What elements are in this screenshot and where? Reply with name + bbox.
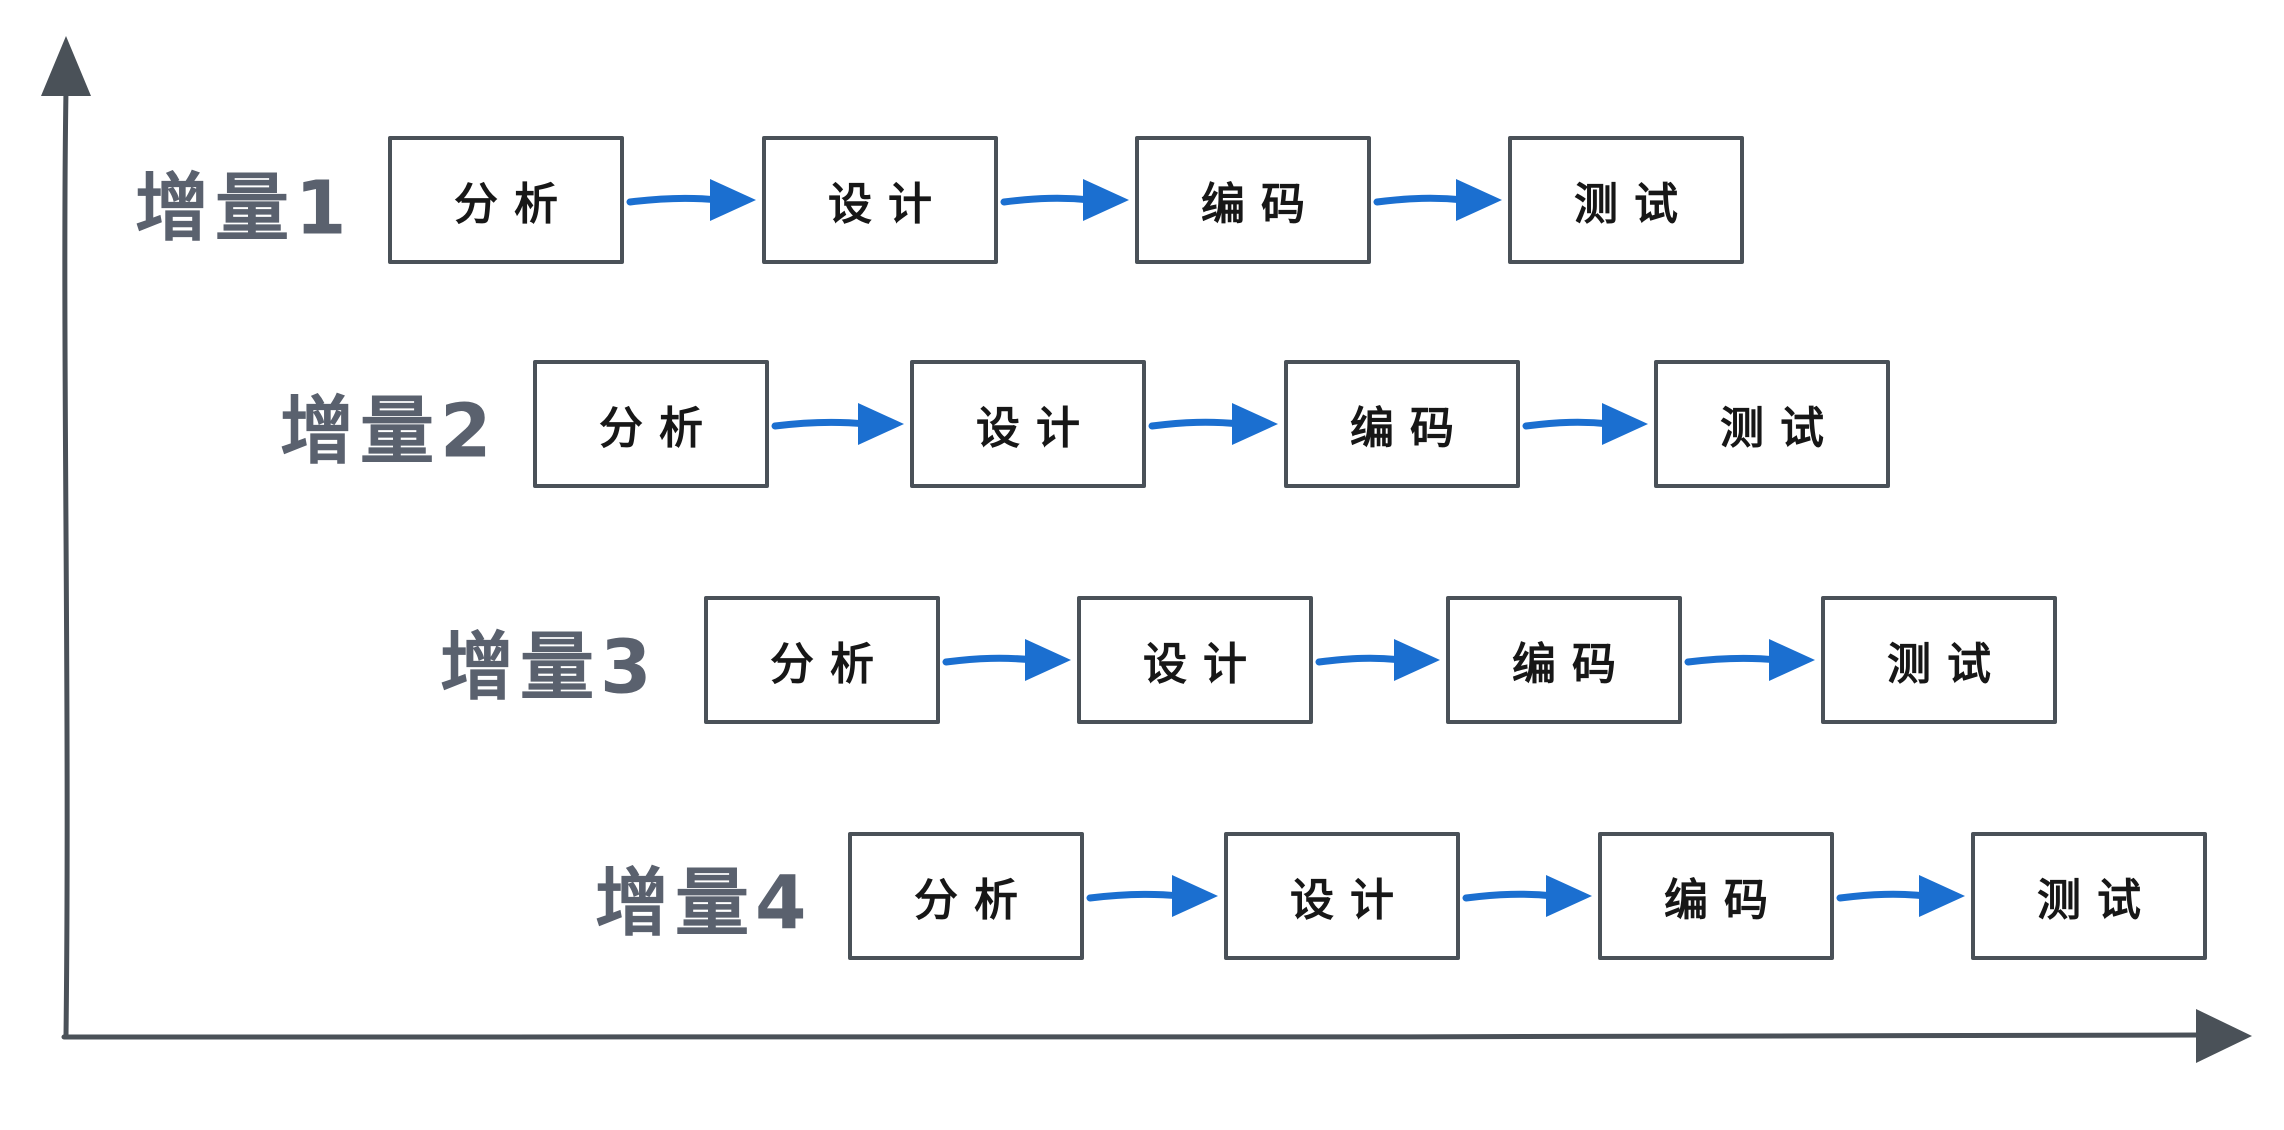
flow-arrow xyxy=(771,403,904,445)
stage-box-label: 编码 xyxy=(1512,639,1632,690)
stage-box-design: 设计 xyxy=(762,136,998,264)
row-label-increment-3: 增量3 xyxy=(440,624,658,711)
stage-box-label: 设计 xyxy=(1290,875,1410,926)
stage-box-label: 编码 xyxy=(1664,875,1784,926)
row-label-increment-1: 增量1 xyxy=(135,165,353,252)
stage-box-label: 测试 xyxy=(1574,179,1694,230)
y-axis xyxy=(41,36,91,1039)
stage-box-testing: 测试 xyxy=(1508,136,1744,264)
stage-box-coding: 编码 xyxy=(1284,360,1520,488)
stage-box-label: 设计 xyxy=(828,179,948,230)
flow-arrow-line xyxy=(942,654,1037,666)
flow-arrow-head-icon xyxy=(1172,875,1218,917)
flow-arrow-head-icon xyxy=(710,179,756,221)
flow-arrow-head-icon xyxy=(1394,639,1440,681)
flow-arrow-line xyxy=(1315,654,1406,666)
flow-arrow xyxy=(1086,875,1218,917)
stage-box-label: 测试 xyxy=(1720,403,1840,454)
stage-box-label: 设计 xyxy=(976,403,1096,454)
flow-arrow xyxy=(1462,875,1592,917)
flow-arrow-head-icon xyxy=(1083,179,1129,221)
flow-arrow xyxy=(942,639,1071,681)
stage-box-testing: 测试 xyxy=(1821,596,2057,724)
stage-box-analysis: 分析 xyxy=(533,360,769,488)
stage-box-label: 分析 xyxy=(914,875,1034,926)
x-axis-line xyxy=(61,1032,2205,1040)
flow-arrow xyxy=(1522,403,1648,445)
flow-arrow xyxy=(626,179,756,221)
stage-box-design: 设计 xyxy=(910,360,1146,488)
stage-box-analysis: 分析 xyxy=(388,136,624,264)
stage-box-label: 编码 xyxy=(1350,403,1470,454)
stage-box-label: 测试 xyxy=(2037,875,2157,926)
flow-arrow-line xyxy=(1462,890,1558,902)
flow-arrow-line xyxy=(1148,418,1244,430)
stage-box-testing: 测试 xyxy=(1654,360,1890,488)
flow-arrow-head-icon xyxy=(1602,403,1648,445)
flow-arrow xyxy=(1373,179,1502,221)
row-label-increment-2: 增量2 xyxy=(280,388,498,475)
flow-arrow-head-icon xyxy=(858,403,904,445)
flow-arrow-head-icon xyxy=(1546,875,1592,917)
stage-box-label: 测试 xyxy=(1887,639,2007,690)
stage-box-label: 设计 xyxy=(1143,639,1263,690)
stage-box-testing: 测试 xyxy=(1971,832,2207,960)
x-axis xyxy=(61,1009,2252,1063)
flow-arrow-head-icon xyxy=(1025,639,1071,681)
stage-box-analysis: 分析 xyxy=(704,596,940,724)
flow-arrow xyxy=(1315,639,1440,681)
stage-box-label: 分析 xyxy=(770,639,890,690)
flow-arrow-line xyxy=(1684,654,1781,666)
stage-box-analysis: 分析 xyxy=(848,832,1084,960)
flow-arrow-head-icon xyxy=(1232,403,1278,445)
stage-box-coding: 编码 xyxy=(1446,596,1682,724)
stage-box-label: 分析 xyxy=(599,403,719,454)
flow-arrow-line xyxy=(1000,194,1095,206)
y-axis-line xyxy=(62,87,70,1039)
flow-arrow xyxy=(1684,639,1815,681)
flow-arrow-line xyxy=(1522,418,1614,430)
flow-arrow-line xyxy=(626,194,722,206)
flow-arrow xyxy=(1000,179,1129,221)
flow-arrow-head-icon xyxy=(1769,639,1815,681)
flow-arrow-head-icon xyxy=(1919,875,1965,917)
flow-arrow-line xyxy=(771,418,870,430)
x-axis-arrowhead-icon xyxy=(2196,1009,2252,1063)
y-axis-arrowhead-icon xyxy=(41,36,91,96)
stage-box-design: 设计 xyxy=(1077,596,1313,724)
stage-box-design: 设计 xyxy=(1224,832,1460,960)
flow-arrow xyxy=(1836,875,1965,917)
flow-arrow-head-icon xyxy=(1456,179,1502,221)
row-label-increment-4: 增量4 xyxy=(595,860,813,947)
flow-arrow-line xyxy=(1836,890,1931,902)
flow-arrow xyxy=(1148,403,1278,445)
stage-box-label: 分析 xyxy=(454,179,574,230)
stage-box-coding: 编码 xyxy=(1598,832,1834,960)
stage-box-label: 编码 xyxy=(1201,179,1321,230)
flow-arrow-line xyxy=(1373,194,1468,206)
stage-box-coding: 编码 xyxy=(1135,136,1371,264)
flow-arrow-line xyxy=(1086,890,1184,902)
